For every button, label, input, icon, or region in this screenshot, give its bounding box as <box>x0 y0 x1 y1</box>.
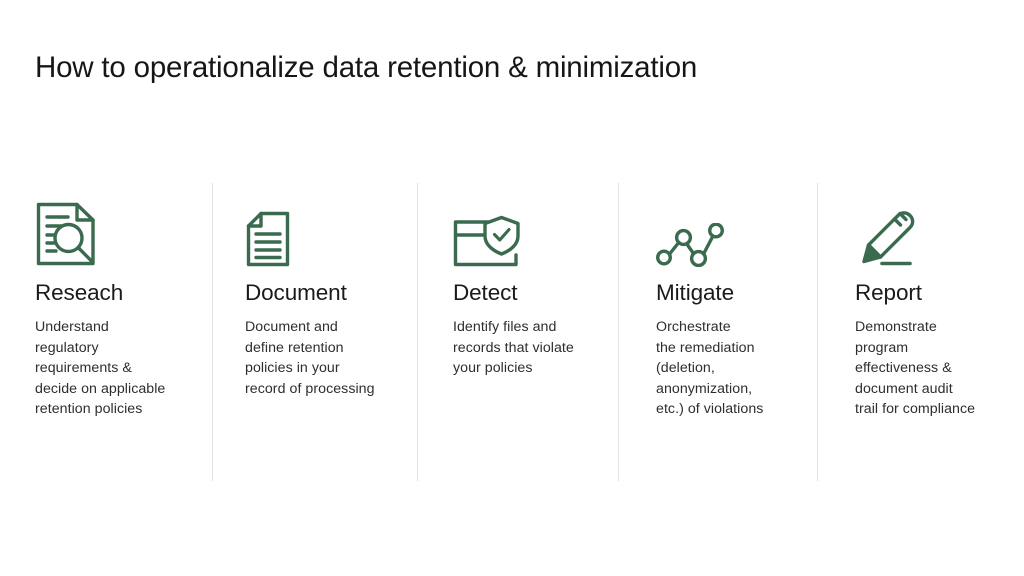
step-description: Demonstrate program effectiveness & docu… <box>855 319 976 418</box>
step-description: Document and define retention policies i… <box>245 319 375 397</box>
page-title: How to operationalize data retention & m… <box>35 51 698 84</box>
folder-shield-check-icon <box>453 183 618 267</box>
step-column-mitigate: Mitigate Orchestrate the remediation (de… <box>618 183 817 481</box>
step-column-research: Reseach Understand regulatory requiremen… <box>0 183 212 481</box>
document-search-icon <box>35 183 212 267</box>
step-column-detect: Detect Identify files and records that v… <box>417 183 618 481</box>
node-graph-icon <box>656 183 817 267</box>
step-column-document: Document Document and define retention p… <box>212 183 417 481</box>
step-heading: Document <box>245 280 347 305</box>
step-description: Understand regulatory requirements & dec… <box>35 319 166 418</box>
pencil-write-icon <box>855 183 1024 267</box>
steps-row: Reseach Understand regulatory requiremen… <box>0 183 1024 481</box>
step-description: Orchestrate the remediation (deletion, a… <box>656 319 764 418</box>
document-lines-icon <box>245 183 417 267</box>
step-heading: Reseach <box>35 280 124 305</box>
step-description: Identify files and records that violate … <box>453 319 574 377</box>
step-heading: Mitigate <box>656 280 734 305</box>
step-heading: Detect <box>453 280 518 305</box>
step-column-report: Report Demonstrate program effectiveness… <box>817 183 1024 481</box>
step-heading: Report <box>855 280 922 305</box>
